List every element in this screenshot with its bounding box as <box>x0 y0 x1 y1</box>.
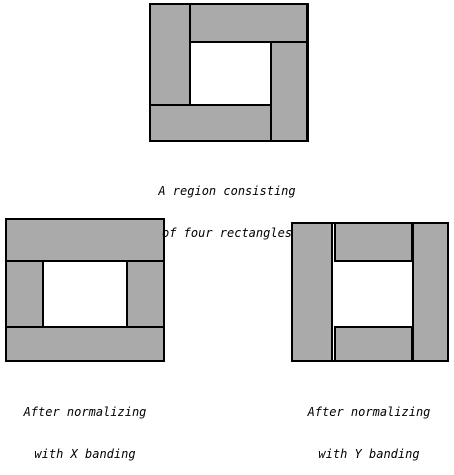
original-rectangle-1 <box>149 3 191 106</box>
figure-original <box>149 3 309 142</box>
x-banding-outline <box>5 218 165 362</box>
original-rectangle-3 <box>270 41 308 142</box>
figure-x-banding <box>5 218 165 362</box>
caption-x-banding-line-1: After normalizing <box>23 405 147 419</box>
figure-y-banding <box>291 222 449 362</box>
x-banding-rectangle-3 <box>126 260 165 328</box>
y-banding-rectangle-1 <box>291 222 333 362</box>
caption-original: A region consisting of four rectangles <box>100 156 354 254</box>
caption-y-banding-line-1: After normalizing <box>307 405 431 419</box>
caption-x-banding-line-2: with X banding <box>34 447 136 461</box>
caption-original-line-2: of four rectangles <box>161 226 293 240</box>
y-banding-rectangle-3 <box>334 326 413 362</box>
original-outline <box>149 3 309 142</box>
y-banding-outline <box>291 222 449 362</box>
caption-y-banding: After normalizing with Y banding <box>284 377 454 475</box>
x-banding-rectangle-2 <box>5 260 44 328</box>
y-banding-rectangle-2 <box>334 222 413 262</box>
original-rectangle-2 <box>189 3 308 43</box>
caption-original-line-1: A region consisting <box>158 184 296 198</box>
caption-x-banding: After normalizing with X banding <box>0 377 170 475</box>
caption-y-banding-line-2: with Y banding <box>318 447 420 461</box>
diagram-canvas <box>5 3 449 362</box>
y-banding-rectangle-4 <box>412 222 449 362</box>
x-banding-rectangle-4 <box>5 326 165 362</box>
original-rectangle-4 <box>149 104 272 142</box>
